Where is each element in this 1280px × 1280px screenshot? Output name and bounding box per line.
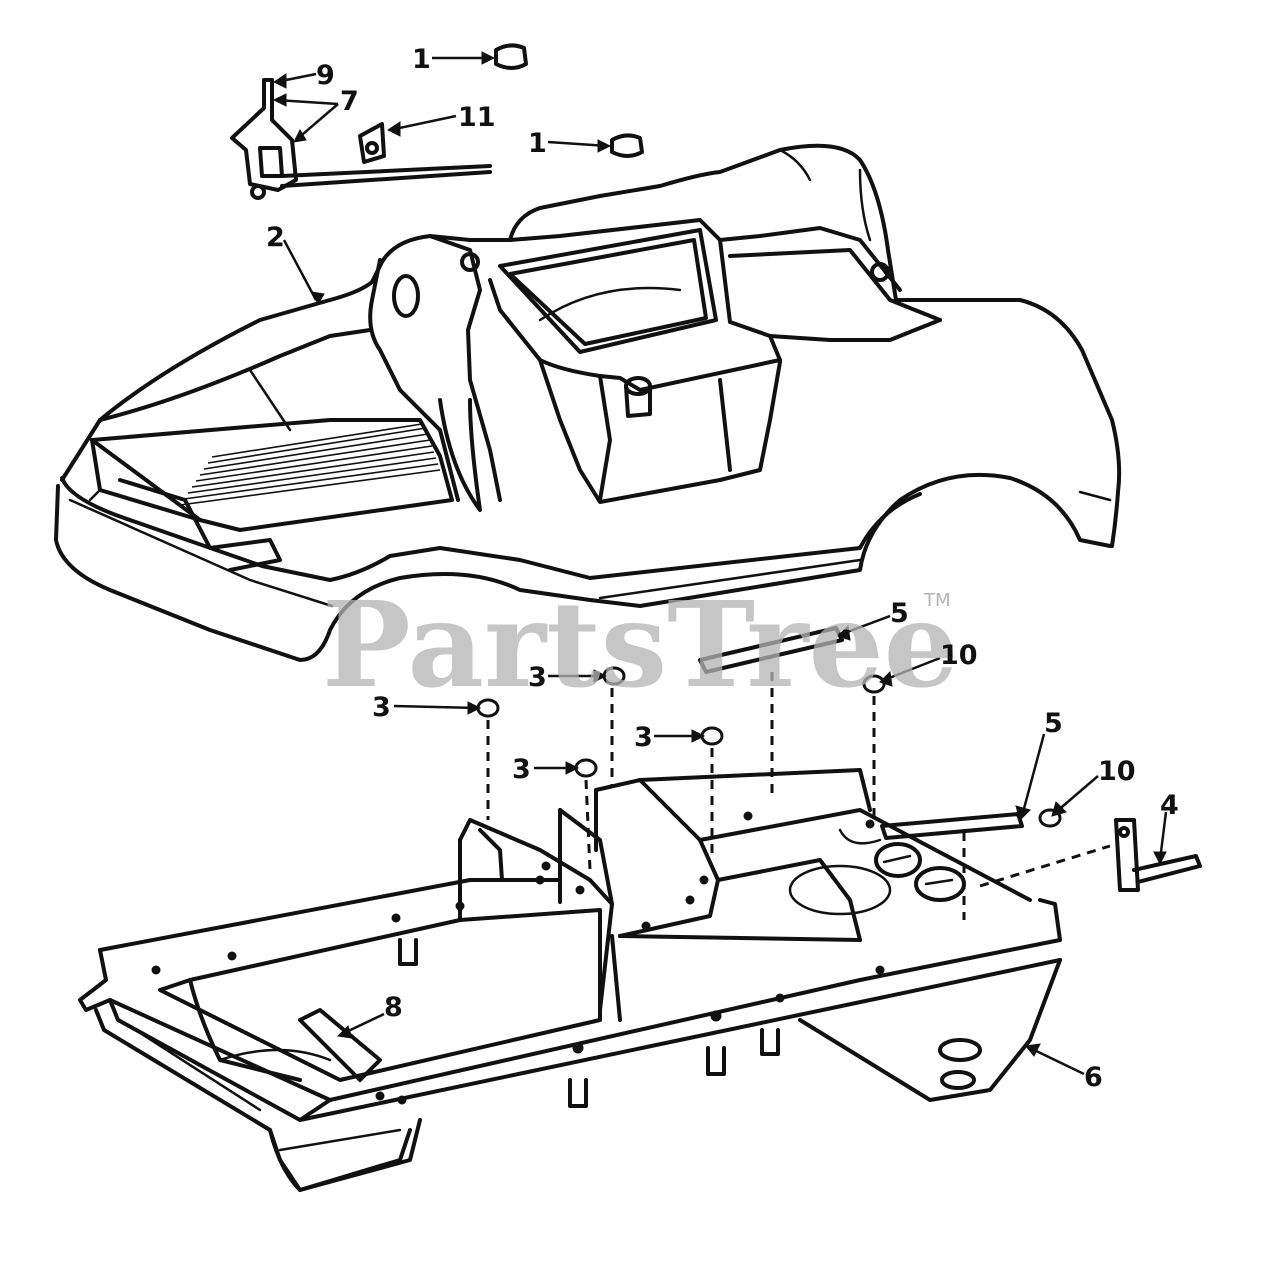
callout-11: 11 xyxy=(458,102,496,133)
callout-5-top: 5 xyxy=(890,598,909,629)
watermark-trademark: TM xyxy=(923,590,951,611)
callout-8: 8 xyxy=(384,992,403,1023)
callout-6: 6 xyxy=(1084,1062,1103,1093)
callout-arrowheads xyxy=(272,51,1167,1057)
callout-numbers: 1 9 7 11 1 2 5 3 10 3 3 3 5 10 4 8 6 xyxy=(266,44,1179,1093)
small-parts xyxy=(230,43,1202,892)
callout-10-bottom: 10 xyxy=(1098,756,1136,787)
callout-3-b: 3 xyxy=(372,692,391,723)
callout-10-top: 10 xyxy=(940,640,978,671)
callout-4: 4 xyxy=(1160,790,1179,821)
callout-3-a: 3 xyxy=(528,662,547,693)
assembly-lines xyxy=(486,672,1111,920)
callout-5-bottom: 5 xyxy=(1044,708,1063,739)
watermark: PartsTree TM xyxy=(322,575,959,714)
callout-7: 7 xyxy=(340,86,359,117)
body-shell xyxy=(54,143,1122,662)
callout-3-c: 3 xyxy=(634,722,653,753)
callout-2: 2 xyxy=(266,222,285,253)
callout-3-d: 3 xyxy=(512,754,531,785)
chassis-frame xyxy=(78,768,1062,1192)
callout-1-right: 1 xyxy=(528,128,547,159)
callout-1-top: 1 xyxy=(412,44,431,75)
callout-9: 9 xyxy=(316,60,335,91)
callout-leaders xyxy=(275,56,1168,1076)
watermark-text: PartsTree xyxy=(322,575,959,714)
